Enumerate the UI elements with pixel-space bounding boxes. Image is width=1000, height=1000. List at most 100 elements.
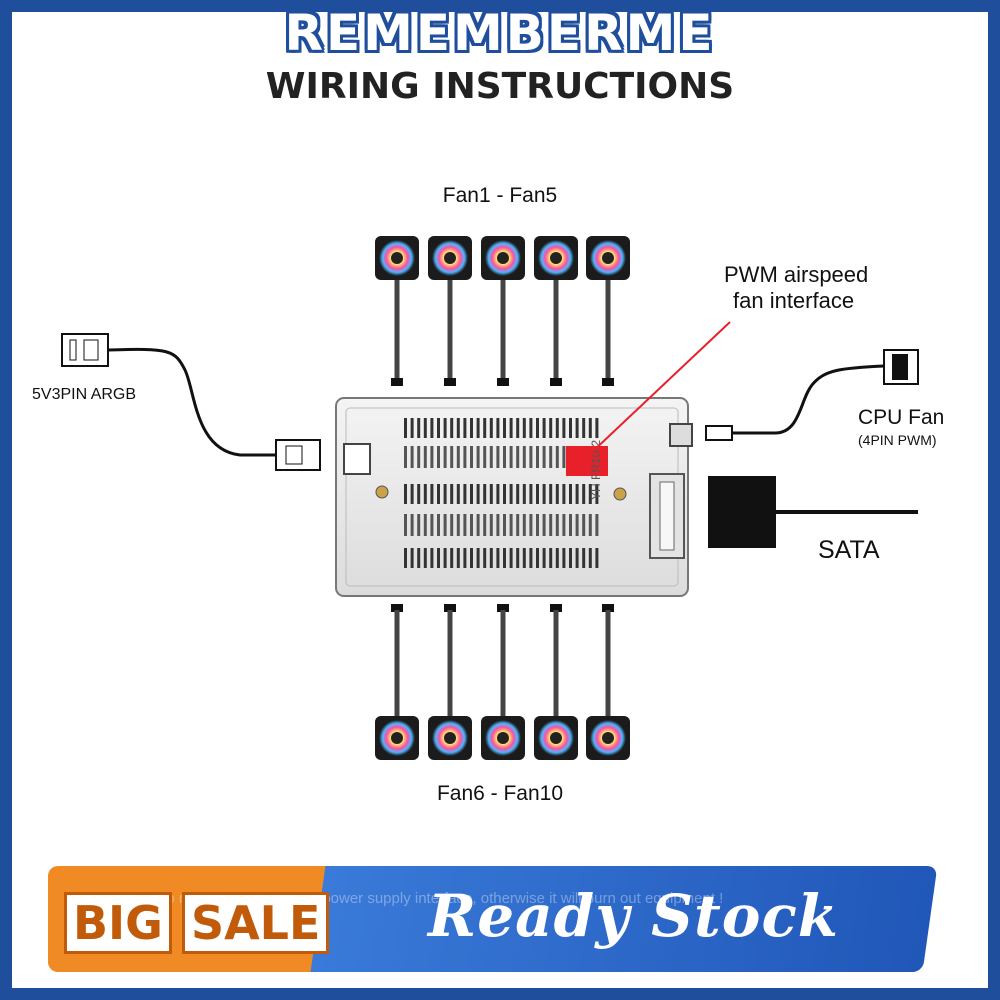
header-pin xyxy=(470,446,473,468)
header-pin xyxy=(417,548,421,568)
header-pin xyxy=(437,514,440,536)
sata-cable xyxy=(708,476,918,548)
header-pin xyxy=(503,418,506,438)
header-pin xyxy=(509,484,513,504)
sata-label: SATA xyxy=(818,536,880,564)
fan-icon xyxy=(428,716,472,760)
header-pin xyxy=(489,514,493,536)
header-pin xyxy=(443,418,447,438)
header-pin xyxy=(555,548,559,568)
header-pin xyxy=(470,418,473,438)
fans-top-label: Fan1 - Fan5 xyxy=(442,184,558,207)
hub-board: YH FR10-2 xyxy=(335,397,693,597)
header-pin xyxy=(463,514,467,536)
header-pin xyxy=(456,446,460,468)
header-pin xyxy=(542,446,546,468)
header-pin xyxy=(417,418,421,438)
header-pin xyxy=(410,418,414,438)
header-pin xyxy=(562,548,566,568)
header-pin xyxy=(489,548,493,568)
header-pin xyxy=(430,514,434,536)
header-pin xyxy=(496,446,500,468)
fan-cable xyxy=(444,604,456,718)
header-pin xyxy=(496,514,500,536)
header-pin xyxy=(423,418,427,438)
header-pin xyxy=(463,418,467,438)
sale-label: SALE xyxy=(181,892,330,954)
header-pin xyxy=(430,446,434,468)
header-pin xyxy=(410,548,414,568)
fan-icon xyxy=(375,716,419,760)
header-pin xyxy=(496,548,500,568)
header-pin xyxy=(522,514,526,536)
header-pin xyxy=(549,484,553,504)
fan-icon xyxy=(428,236,472,280)
header-pin xyxy=(450,484,454,504)
header-pin xyxy=(509,418,513,438)
header-pin xyxy=(562,484,566,504)
header-pin xyxy=(569,418,572,438)
header-pin xyxy=(555,418,559,438)
header-pin xyxy=(410,484,414,504)
header-pin xyxy=(456,514,460,536)
pwm-label-line2: fan interface xyxy=(733,288,855,313)
header-pin xyxy=(588,418,592,438)
header-pin xyxy=(529,484,533,504)
fans-bottom-label: Fan6 - Fan10 xyxy=(436,782,564,805)
header-pin xyxy=(569,514,572,536)
header-pin xyxy=(516,484,520,504)
fan-icon xyxy=(586,236,630,280)
header-pin xyxy=(595,418,599,438)
header-pin xyxy=(522,484,526,504)
header-pin xyxy=(549,446,553,468)
header-pin xyxy=(575,418,579,438)
header-pin xyxy=(503,446,506,468)
header-pin xyxy=(410,514,414,536)
header-pin xyxy=(443,446,447,468)
header-pin xyxy=(582,484,586,504)
header-pin xyxy=(470,514,473,536)
header-pin xyxy=(443,484,447,504)
fan-cable xyxy=(550,280,562,386)
header-pin xyxy=(430,484,434,504)
header-pin xyxy=(437,548,440,568)
header-pin xyxy=(542,548,546,568)
header-pin xyxy=(417,484,421,504)
header-pin xyxy=(489,446,493,468)
header-pin xyxy=(595,484,599,504)
fan-cable xyxy=(602,604,614,718)
fan-icon xyxy=(481,236,525,280)
header-pin xyxy=(417,514,421,536)
header-pin xyxy=(443,548,447,568)
header-pin xyxy=(437,418,440,438)
header-pin xyxy=(476,548,480,568)
header-pin xyxy=(536,446,539,468)
pwm-label-line1: PWM airspeed xyxy=(724,262,869,287)
header-pin xyxy=(536,514,539,536)
header-pin xyxy=(483,548,487,568)
header-pin xyxy=(503,514,506,536)
header-pin xyxy=(536,418,539,438)
fan-cable xyxy=(497,604,509,718)
header-pin xyxy=(456,548,460,568)
header-pin xyxy=(509,446,513,468)
header-pin xyxy=(423,548,427,568)
header-pin xyxy=(437,484,440,504)
header-pin xyxy=(450,548,454,568)
header-pin xyxy=(582,418,586,438)
header-pin xyxy=(516,548,520,568)
pwm-header xyxy=(566,446,608,476)
fan-cable xyxy=(391,604,403,718)
header-pin xyxy=(549,418,553,438)
header-pin xyxy=(404,484,407,504)
header-pin xyxy=(443,514,447,536)
header-pin xyxy=(529,418,533,438)
header-pin xyxy=(542,484,546,504)
board-model-label: YH FR10-2 xyxy=(589,440,603,500)
fan-cable xyxy=(550,604,562,718)
header-pin xyxy=(437,446,440,468)
header-pin xyxy=(582,514,586,536)
fan-icon xyxy=(481,716,525,760)
header-pin xyxy=(522,418,526,438)
header-pin xyxy=(562,446,566,468)
